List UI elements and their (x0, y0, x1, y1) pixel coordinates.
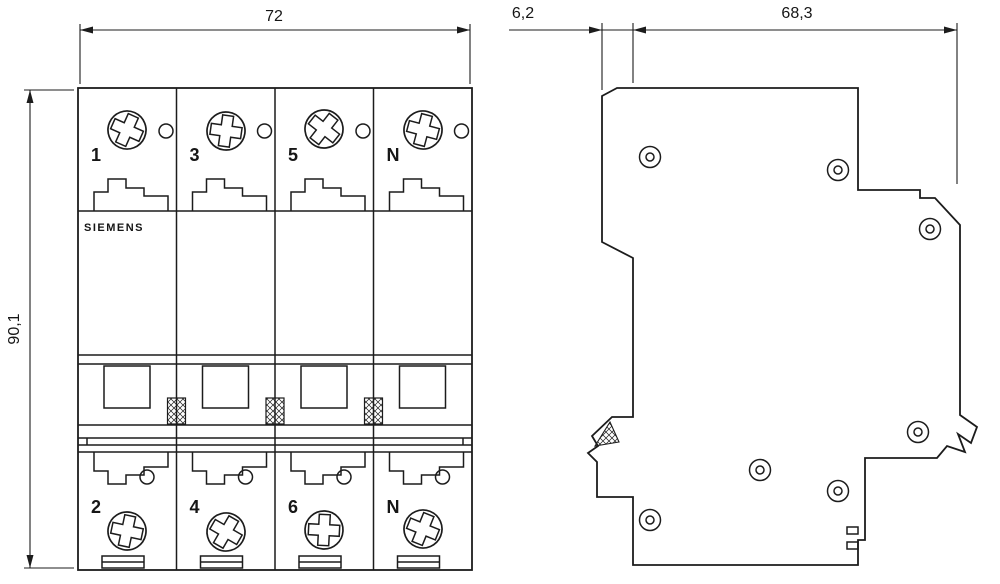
arrowhead-icon (80, 26, 93, 34)
test-hole-icon (453, 123, 470, 139)
top-terminal-details (93, 178, 465, 211)
terminal-screw-icon (397, 503, 449, 555)
din-clip-boxes (103, 365, 447, 425)
terminal-screw-icon (398, 105, 448, 155)
terminal-screw-icon (199, 505, 253, 559)
rivet-icon (826, 158, 850, 182)
pole-label: 2 (91, 497, 101, 517)
rivet-icon (748, 458, 772, 482)
arrowhead-icon (26, 90, 34, 103)
bottom-terminal-details (93, 452, 465, 485)
side-view-outline (586, 87, 979, 566)
rivet-icon (638, 145, 662, 169)
terminal-screw-icon (103, 507, 151, 555)
rivets (638, 145, 942, 532)
pole-label: 6 (288, 497, 298, 517)
arrowhead-icon (457, 26, 470, 34)
test-hole-icon (237, 469, 254, 485)
test-hole-icon (434, 469, 451, 485)
rivet-icon (826, 479, 850, 503)
dim-height-label: 90,1 (6, 313, 23, 344)
test-hole-icon (336, 469, 352, 485)
rivet-icon (906, 420, 930, 444)
terminal-screw-icon (101, 104, 153, 156)
hatched-insert (166, 397, 187, 425)
rivet-icon (638, 508, 662, 532)
front-view: 1 3 5 N SIEMENS (77, 87, 473, 571)
clip-hatch-detail (593, 420, 620, 447)
brand-logo: SIEMENS (84, 222, 144, 234)
pole-label: 5 (288, 145, 298, 165)
dim-depth-label: 68,3 (781, 5, 812, 22)
test-hole-icon (158, 123, 174, 139)
dim-width-label: 72 (265, 8, 283, 25)
pole-label: 4 (190, 497, 200, 517)
test-hole-icon (139, 469, 155, 485)
terminal-screw-icon (296, 101, 352, 157)
hatched-insert (265, 397, 285, 425)
arrowhead-icon (589, 26, 602, 34)
arrowhead-icon (26, 555, 34, 568)
arrowhead-icon (633, 26, 646, 34)
clip-detail (846, 541, 859, 550)
side-view (586, 87, 979, 566)
clip-detail (846, 526, 859, 535)
pole-label: N (387, 145, 400, 165)
bottom-terminal-openings (101, 555, 441, 569)
pole-label: 3 (190, 145, 200, 165)
rivet-icon (918, 217, 942, 241)
arrowhead-icon (944, 26, 957, 34)
hatched-insert (363, 397, 384, 425)
pole-label: 1 (91, 145, 101, 165)
test-hole-icon (355, 123, 371, 139)
dim-offset-label: 6,2 (512, 5, 534, 22)
terminal-screw-icon (203, 108, 249, 154)
dimension-annotations: 72 90,1 6,2 68,3 (6, 5, 958, 569)
test-hole-icon (256, 123, 273, 139)
pole-label: N (387, 497, 400, 517)
terminal-screw-icon (303, 509, 345, 551)
